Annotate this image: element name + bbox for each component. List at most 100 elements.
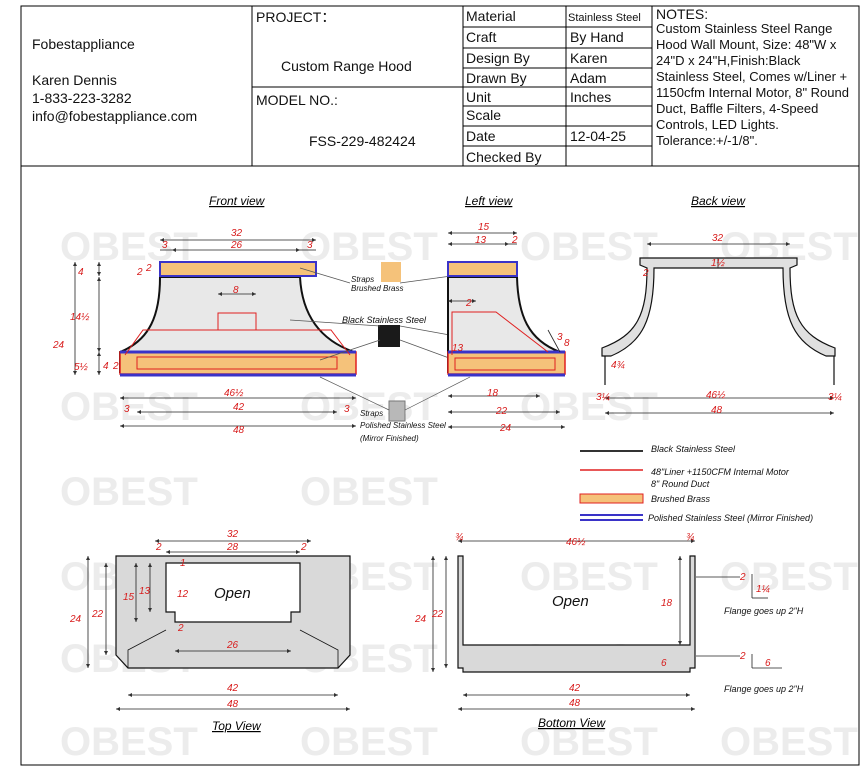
- spec-key-unit: Unit: [466, 89, 491, 105]
- dim-label: 48: [711, 405, 723, 416]
- dim-label: 13: [475, 235, 487, 246]
- watermark-text: OBEST: [60, 470, 198, 514]
- watermark-text: OBEST: [520, 385, 658, 429]
- dim-label: 13: [139, 586, 151, 597]
- title-block-grid: [20, 5, 860, 766]
- dim-label: 15: [123, 592, 135, 603]
- spec-value-date: 12-04-25: [570, 128, 627, 144]
- dim-label: 46½: [706, 390, 726, 401]
- legend-label-liner: 48"Liner +1150CFM Internal Motor: [651, 467, 790, 477]
- spec-key-checked-by: Checked By: [466, 149, 542, 165]
- label-open-bottom: Open: [552, 593, 589, 610]
- watermark-text: OBEST: [720, 720, 858, 764]
- swatch-brushed-brass: [381, 262, 401, 282]
- spec-key-drawn-by: Drawn By: [466, 70, 527, 86]
- dim-label: 48: [233, 425, 245, 436]
- bottom-view-frame: [457, 555, 696, 673]
- label-open-top: Open: [214, 585, 251, 602]
- dim-label: 42: [569, 683, 581, 694]
- dim-label: 5½: [74, 362, 89, 373]
- dim-label: 4: [103, 361, 109, 372]
- front-liner-outline: [136, 356, 338, 370]
- spec-key-material: Material: [466, 8, 516, 24]
- legend-label-polished: Polished Stainless Steel (Mirror Finishe…: [648, 513, 813, 523]
- dim-label: 2: [155, 542, 162, 553]
- dim-label: 22: [431, 609, 444, 620]
- dim-label: 3: [124, 404, 130, 415]
- dim-label: 4¾: [611, 360, 625, 371]
- dim-label: 24: [499, 423, 512, 434]
- dim-label: 6: [765, 658, 771, 669]
- dim-label: 2: [136, 267, 143, 278]
- dim-label: 42: [227, 683, 239, 694]
- callout-mirror: (Mirror Finished): [360, 434, 419, 443]
- contact-name: Karen Dennis: [32, 72, 117, 88]
- dim-label: 3: [307, 240, 313, 251]
- dim-label: 24: [414, 614, 427, 625]
- dim-label: 2: [112, 361, 119, 372]
- dim-label: 1¼: [756, 583, 770, 595]
- spec-key-design-by: Design By: [466, 50, 530, 66]
- dimension-labels: 32 26 3 3 4 2 2 8 14½ 24 5½ 4 2 46½ 3 42…: [52, 222, 842, 710]
- callout-straps-brass: Straps: [351, 275, 374, 284]
- spec-value-craft: By Hand: [570, 29, 624, 45]
- dim-label: 2: [739, 572, 746, 583]
- callout-straps-polished: Straps: [360, 409, 383, 418]
- dim-label: 24: [69, 614, 82, 625]
- dim-label: ¾: [455, 532, 463, 543]
- front-view: Front view: [73, 194, 357, 428]
- dim-label: 2: [300, 542, 307, 553]
- bottom-view: Bottom View: [431, 539, 782, 730]
- dim-label: 32: [712, 233, 724, 244]
- spec-value-design-by: Karen: [570, 50, 608, 66]
- label-flange-2: Flange goes up 2"H: [724, 684, 804, 694]
- dim-label: 2: [511, 235, 518, 246]
- watermark-text: OBEST: [520, 225, 658, 269]
- top-view-opening: [165, 562, 301, 623]
- dim-label: 2: [177, 623, 184, 634]
- notes-text: Custom Stainless Steel Range Hood Wall M…: [656, 21, 849, 148]
- notes-label: NOTES:: [656, 6, 709, 22]
- dim-label: 3: [557, 332, 563, 343]
- dim-label: 18: [487, 388, 499, 399]
- legend-label-black-ss: Black Stainless Steel: [651, 444, 736, 454]
- title-bottom-view: Bottom View: [538, 716, 606, 730]
- dim-label: 1½: [711, 258, 726, 269]
- legend-label-duct: 8" Round Duct: [651, 479, 710, 489]
- dim-label: 1: [180, 558, 186, 569]
- front-brass-band: [159, 261, 317, 277]
- dim-label: 2: [465, 298, 472, 309]
- dim-label: 13: [452, 343, 464, 354]
- watermark-text: OBEST: [60, 720, 198, 764]
- dim-label: 14½: [70, 312, 90, 323]
- front-bottom-band: [119, 351, 357, 375]
- dim-label: 24: [52, 340, 65, 351]
- watermark-text: OBEST: [300, 385, 438, 429]
- watermark-text: OBEST: [520, 720, 658, 764]
- callout-brushed-brass: Brushed Brass: [351, 284, 403, 293]
- title-back-view: Back view: [691, 194, 746, 208]
- dim-label: 22: [495, 406, 508, 417]
- dim-label: 32: [227, 529, 239, 540]
- dim-label: 32: [231, 228, 243, 239]
- dim-label: 18: [661, 598, 673, 609]
- swatch-black-ss: [378, 325, 400, 347]
- dim-label: 2: [739, 651, 746, 662]
- model-label: MODEL NO.:: [256, 92, 338, 108]
- spec-value-material: Stainless Steel: [568, 12, 641, 24]
- project-name: Custom Range Hood: [281, 58, 412, 74]
- dim-label: 3: [344, 404, 350, 415]
- dim-label: ¾: [686, 532, 694, 543]
- dim-label: 2: [642, 268, 649, 279]
- dim-label: 48: [227, 699, 239, 710]
- company-name: Fobestappliance: [32, 36, 135, 52]
- watermark-text: OBEST: [720, 555, 858, 599]
- legend: [579, 450, 644, 521]
- left-view: Left view: [447, 194, 566, 429]
- watermark-layer: OBEST OBEST OBEST OBEST OBEST OBEST OBES…: [60, 225, 858, 764]
- watermark-text: OBEST: [300, 720, 438, 764]
- spec-key-craft: Craft: [466, 29, 497, 45]
- dim-label: 2: [145, 263, 152, 274]
